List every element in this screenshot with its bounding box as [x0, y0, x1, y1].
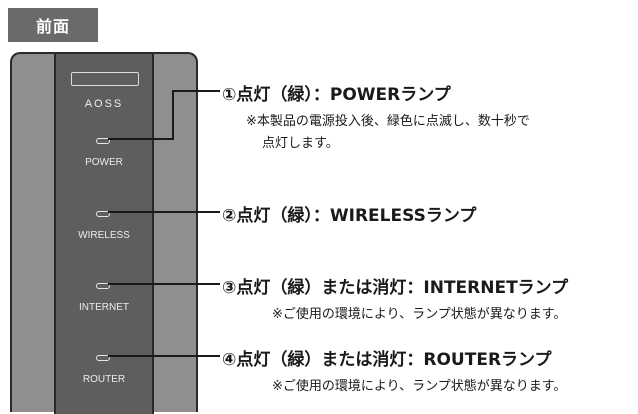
router-device-front: AOSS POWER WIRELESS INTERNET ROUTER [10, 52, 198, 414]
internet-led-label: INTERNET [79, 302, 129, 313]
power-led [96, 138, 110, 144]
callout-wireless-title: ②点灯（緑）：WIRELESSランプ [222, 206, 477, 226]
internet-led [96, 283, 110, 289]
router-led-label: ROUTER [82, 374, 126, 385]
router-leader-line [108, 355, 220, 357]
callout-power-note-line2: 点灯します。 [262, 136, 339, 151]
front-panel: AOSS POWER WIRELESS INTERNET ROUTER [54, 54, 154, 414]
section-tab-front: 前面 [8, 8, 98, 42]
callout-router-note: ※ご使用の環境により、ランプ状態が異なります。 [272, 379, 567, 394]
callout-internet-note: ※ご使用の環境により、ランプ状態が異なります。 [272, 307, 567, 322]
wireless-led-label: WIRELESS [78, 230, 130, 241]
callout-power-note-line1: ※本製品の電源投入後、緑色に点滅し、数十秒で [246, 114, 530, 129]
router-led [96, 355, 110, 361]
callout-power-title: ①点灯（緑）：POWERランプ [222, 85, 451, 105]
wireless-leader-line [108, 211, 220, 213]
callout-internet-title: ③点灯（緑）または消灯：INTERNETランプ [222, 278, 569, 298]
power-leader-top [172, 90, 220, 92]
power-leader-vertical [172, 90, 174, 140]
aoss-button [71, 72, 139, 86]
wireless-led [96, 211, 110, 217]
power-leader-line [108, 138, 174, 140]
callout-router-title: ④点灯（緑）または消灯：ROUTERランプ [222, 350, 552, 370]
internet-leader-line [108, 283, 220, 285]
aoss-label: AOSS [84, 98, 124, 110]
power-led-label: POWER [85, 157, 123, 168]
